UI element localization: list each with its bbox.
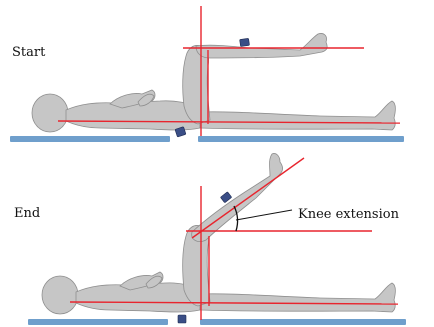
table-right — [198, 136, 404, 142]
start-sensor-shin — [240, 38, 250, 46]
annotation-leader — [236, 210, 292, 220]
figure-supine-extended — [42, 153, 395, 314]
end-panel: End Knee extension — [14, 153, 406, 325]
table-left — [28, 319, 168, 325]
table-right — [200, 319, 406, 325]
end-sensor-pelvis — [178, 315, 186, 323]
end-sensor-shin — [220, 192, 231, 203]
start-panel: Start — [10, 6, 404, 142]
start-label: Start — [12, 45, 46, 60]
knee-extension-label: Knee extension — [298, 207, 400, 222]
table-left — [10, 136, 170, 142]
end-label: End — [14, 206, 40, 221]
